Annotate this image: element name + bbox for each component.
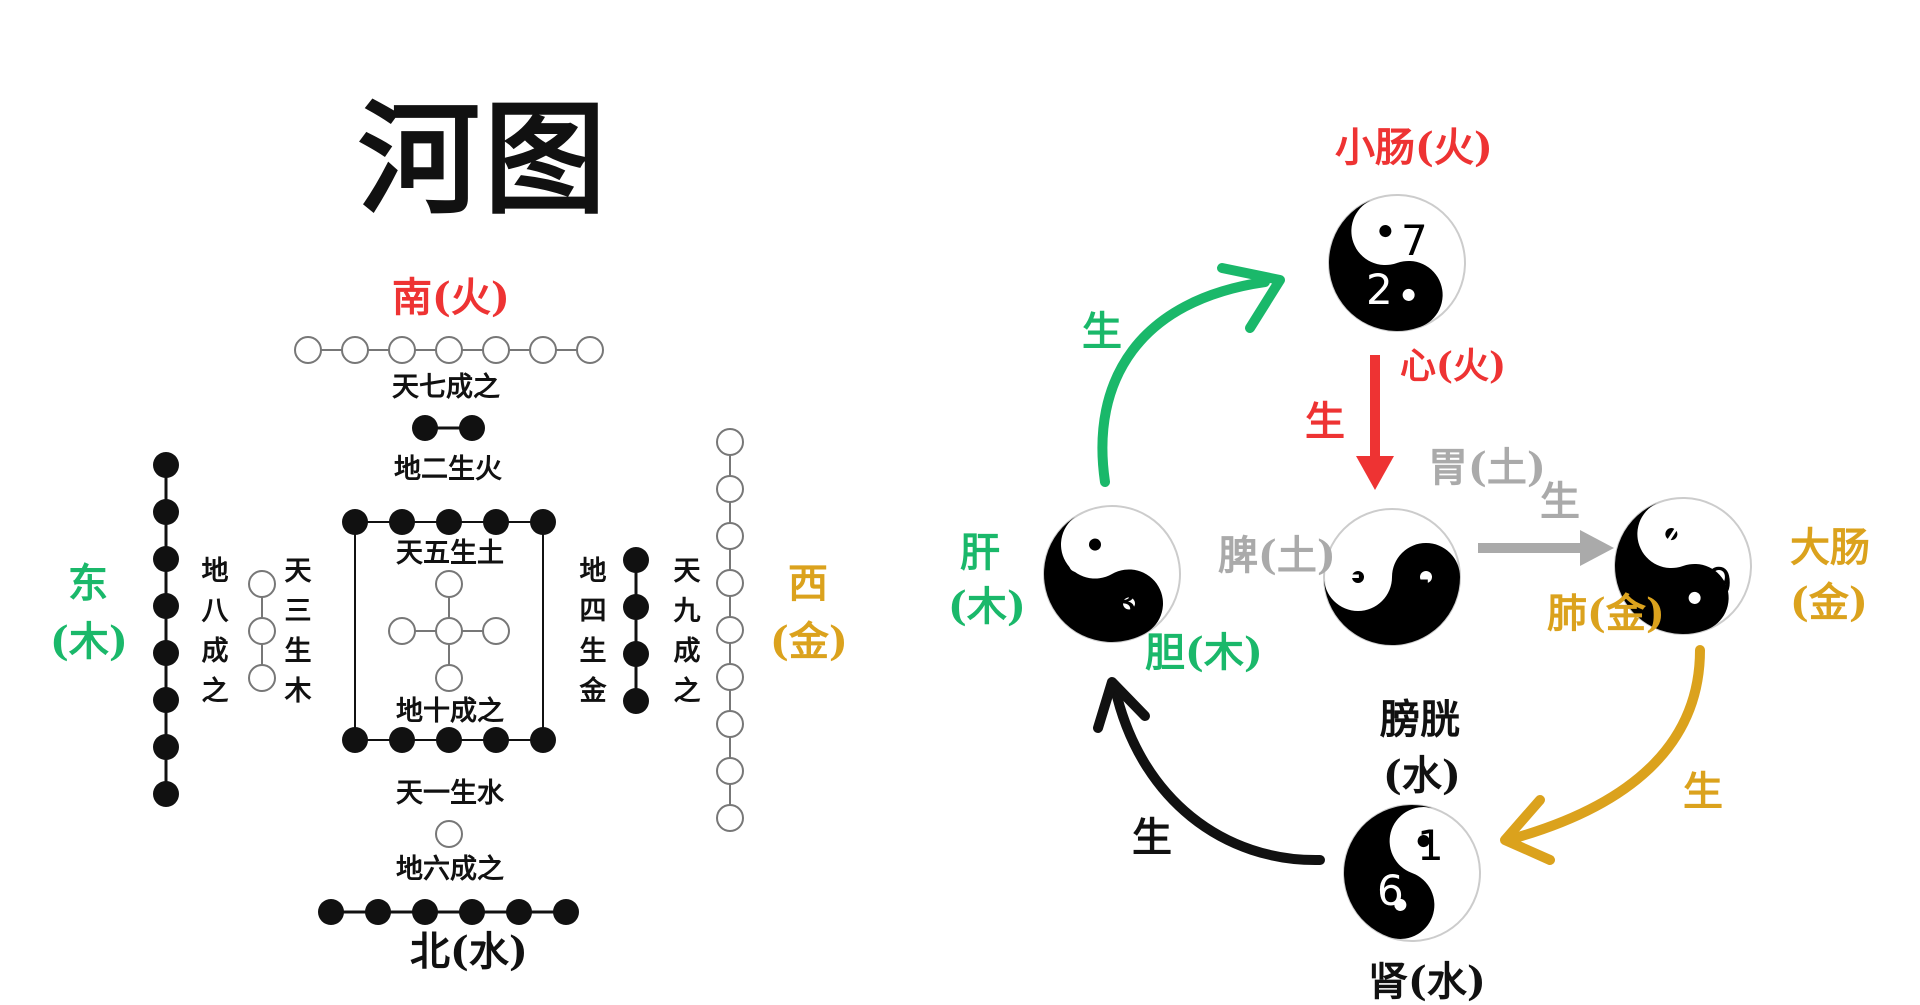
label-lung: 肺(金) [1547,590,1665,637]
arrow-earth-to-metal [1478,530,1614,566]
num-metal-9: 9 [1706,559,1733,608]
center-box [342,509,556,753]
num-fire-2: 2 [1366,265,1393,314]
sheng-earth-metal: 生 [1540,478,1580,525]
num-earth-5: 5 [1407,571,1434,620]
east-white-dots [248,570,276,692]
num-wood-3: 3 [1111,579,1138,628]
label-bladder-element: (水) [1383,752,1461,799]
phrase-tian-san: 天三生木 [284,556,312,707]
label-large-intestine: 大肠 [1790,524,1870,571]
east-label: 东 [68,560,108,607]
arrow-water-to-wood [1093,677,1325,866]
num-metal-4: 4 [1663,515,1690,564]
west-white-dots [716,428,744,832]
cycle-diagram [1018,174,1772,962]
taiji-water-icon [1323,784,1501,962]
phrase-di-er: 地二生火 [394,454,502,485]
num-wood-8: 8 [1066,533,1093,582]
sheng-wood-fire: 生 [1082,308,1122,355]
label-small-intestine: 小肠(火) [1335,124,1493,171]
hetu-dots [153,336,744,925]
sheng-fire-earth: 生 [1305,398,1345,445]
north-label: 北(水) [410,928,528,975]
west-label: 西 [788,560,828,607]
west-element-label: (金) [770,618,848,665]
label-bladder: 膀胱 [1380,696,1460,743]
south-black-dots [412,415,485,441]
south-label: 南(火) [392,274,510,321]
phrase-tian-qi: 天七成之 [392,372,500,403]
north-black-dots [318,899,579,925]
phrase-di-si: 地四生金 [579,556,607,707]
phrase-tian-wu: 天五生土 [396,538,504,569]
num-earth-10: 10 [1336,539,1390,588]
east-element-label: (木) [50,618,128,665]
phrase-di-liu: 地六成之 [396,854,504,885]
east-black-dots [153,452,179,807]
arrow-fire-to-earth [1356,355,1394,490]
arrow-metal-to-water [1500,645,1705,865]
label-gallbladder: 胆(木) [1145,629,1263,676]
num-water-1: 1 [1417,821,1444,870]
label-stomach: 胃(土) [1428,444,1546,491]
south-white-dots [294,336,604,364]
sheng-metal-water: 生 [1683,768,1723,815]
north-white-dot [435,820,463,848]
label-liver: 肝 [960,529,1000,576]
phrase-tian-jiu: 天九成之 [673,556,701,707]
label-large-intestine-element: (金) [1790,579,1868,626]
taiji-fire-icon [1308,174,1486,352]
phrase-di-shi: 地十成之 [396,696,504,727]
label-spleen: 脾(土) [1218,532,1336,579]
west-black-dots [623,547,649,714]
hetu-title: 河图 [358,87,610,231]
phrase-di-ba: 地八成之 [201,556,229,707]
label-heart: 心(火) [1400,345,1507,387]
label-kidney: 肾(水) [1368,958,1486,1005]
label-liver-element: (木) [948,583,1026,630]
center-white-cross [388,570,510,692]
sheng-water-wood: 生 [1132,814,1172,861]
num-fire-7: 7 [1401,216,1428,265]
phrase-tian-yi: 天一生水 [396,778,504,809]
arrow-wood-to-fire [1097,263,1285,487]
num-water-6: 6 [1377,866,1404,915]
